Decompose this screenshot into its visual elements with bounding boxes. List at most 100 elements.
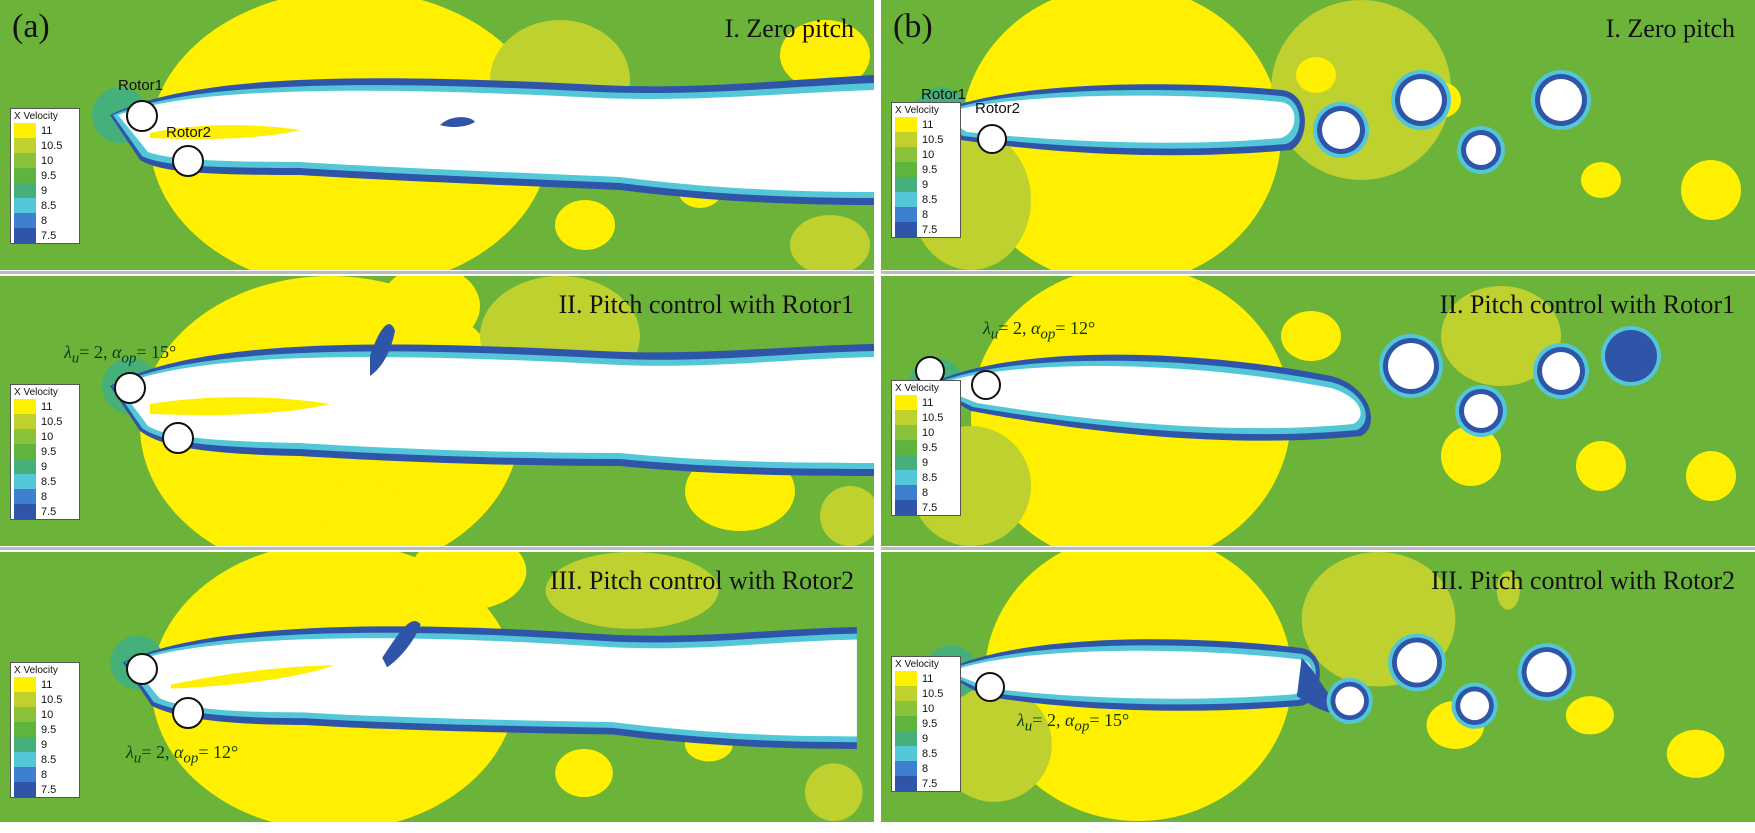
legend-value: 8.5 xyxy=(922,747,938,760)
rotor2-circle xyxy=(975,672,1005,702)
legend-value: 8 xyxy=(922,762,929,775)
lambda-symbol: λ xyxy=(983,318,991,338)
legend-value: 10 xyxy=(922,702,935,715)
legend-value: 11 xyxy=(41,124,53,137)
legend-value: 8.5 xyxy=(41,753,57,766)
legend-row: 8.5 xyxy=(892,192,960,207)
legend-swatch xyxy=(895,207,917,222)
legend-swatch xyxy=(14,168,36,183)
legend-value: 10 xyxy=(41,708,54,721)
legend-value: 7.5 xyxy=(922,501,938,514)
alpha-symbol: α xyxy=(111,342,122,362)
legend-swatch xyxy=(14,183,36,198)
legend-value: 7.5 xyxy=(922,777,938,790)
legend-swatch xyxy=(14,228,36,243)
velocity-contour-a1 xyxy=(0,0,874,270)
legend-value: 9 xyxy=(41,460,48,473)
legend-row: 8 xyxy=(11,489,79,504)
rotor2-circle xyxy=(172,697,204,729)
legend-title: X Velocity xyxy=(895,659,939,670)
legend-swatch xyxy=(14,429,36,444)
legend-swatch xyxy=(895,410,917,425)
legend-value: 8 xyxy=(922,208,929,221)
legend-value: 7.5 xyxy=(41,783,57,796)
legend-swatch xyxy=(895,132,917,147)
legend-swatch xyxy=(895,776,917,791)
rotor2-circle xyxy=(172,145,204,177)
legend-row: 9 xyxy=(11,459,79,474)
legend-value: 9.5 xyxy=(41,445,57,458)
panel-separator xyxy=(881,271,1755,274)
legend-row: 8.5 xyxy=(892,746,960,761)
legend-row: 9.5 xyxy=(11,722,79,737)
legend-value: 10.5 xyxy=(41,693,63,706)
legend-row: 9 xyxy=(892,177,960,192)
x-velocity-legend: X Velocity 11 10.5 10 9.5 9 8.5 8 7.5 xyxy=(10,108,80,244)
legend-row: 10 xyxy=(11,707,79,722)
legend-swatch xyxy=(895,671,917,686)
rotor1-circle xyxy=(126,653,158,685)
legend-row: 10 xyxy=(892,701,960,716)
legend-value: 8 xyxy=(41,214,48,227)
legend-swatch xyxy=(895,425,917,440)
column-b: (b) I. Zero pitch Rotor1 xyxy=(881,0,1755,833)
legend-swatch xyxy=(895,485,917,500)
legend-title: X Velocity xyxy=(14,387,58,398)
legend-value: 10 xyxy=(922,426,935,439)
legend-swatch xyxy=(14,504,36,519)
lambda-symbol: λ xyxy=(64,342,72,362)
rotor2-circle xyxy=(971,370,1001,400)
legend-swatch xyxy=(14,153,36,168)
alpha-symbol: α xyxy=(1030,318,1041,338)
legend-swatch xyxy=(14,474,36,489)
rotor2-circle xyxy=(977,124,1007,154)
legend-swatch xyxy=(14,722,36,737)
legend-value: 8.5 xyxy=(922,471,938,484)
legend-row: 8.5 xyxy=(11,752,79,767)
lambda-value: = 2, xyxy=(141,742,174,762)
legend-row: 9.5 xyxy=(892,162,960,177)
x-velocity-legend: X Velocity 11 10.5 10 9.5 9 8.5 8 7.5 xyxy=(891,656,961,792)
panel-title: I. Zero pitch xyxy=(1605,14,1735,43)
legend-value: 7.5 xyxy=(41,229,57,242)
legend-row: 11 xyxy=(892,117,960,132)
legend-row: 8 xyxy=(11,213,79,228)
lambda-value: = 2, xyxy=(79,342,112,362)
legend-value: 9.5 xyxy=(922,717,938,730)
legend-value: 7.5 xyxy=(41,505,57,518)
legend-value: 10 xyxy=(41,154,54,167)
legend-row: 10 xyxy=(892,425,960,440)
legend-swatch xyxy=(895,177,917,192)
lambda-subscript: u xyxy=(990,326,999,343)
lambda-value: = 2, xyxy=(1032,710,1065,730)
legend-value: 10.5 xyxy=(922,411,944,424)
legend-row: 7.5 xyxy=(11,504,79,519)
alpha-value: = 12° xyxy=(1055,318,1096,338)
lambda-subscript: u xyxy=(71,350,80,367)
legend-swatch xyxy=(895,395,917,410)
control-parameters: λu= 2, αop= 15° xyxy=(1017,710,1129,736)
legend-row: 11 xyxy=(11,399,79,414)
panel-title: III. Pitch control with Rotor2 xyxy=(1430,566,1735,595)
legend-row: 9.5 xyxy=(11,168,79,183)
column-a: (a) I. Zero pitch Rotor1 Rotor2 X Veloci… xyxy=(0,0,874,833)
velocity-contour-a3 xyxy=(17,552,863,822)
legend-row: 8 xyxy=(892,207,960,222)
legend-title: X Velocity xyxy=(895,105,939,116)
alpha-subscript: op xyxy=(1040,326,1056,343)
legend-swatch xyxy=(14,737,36,752)
alpha-symbol: α xyxy=(173,742,184,762)
panel-a-pitch-rotor1: II. Pitch control with Rotor1 λu= 2, αop… xyxy=(0,276,874,546)
legend-value: 11 xyxy=(922,118,934,131)
x-velocity-legend: X Velocity 11 10.5 10 9.5 9 8.5 8 7.5 xyxy=(10,662,80,798)
legend-row: 8.5 xyxy=(11,198,79,213)
legend-value: 8.5 xyxy=(41,475,57,488)
legend-swatch xyxy=(14,414,36,429)
panel-a-zero-pitch: I. Zero pitch Rotor1 Rotor2 X Velocity 1… xyxy=(0,0,874,270)
legend-value: 11 xyxy=(922,672,934,685)
legend-swatch xyxy=(14,138,36,153)
legend-row: 10.5 xyxy=(11,138,79,153)
legend-title: X Velocity xyxy=(895,383,939,394)
legend-value: 9.5 xyxy=(41,723,57,736)
legend-swatch xyxy=(895,117,917,132)
